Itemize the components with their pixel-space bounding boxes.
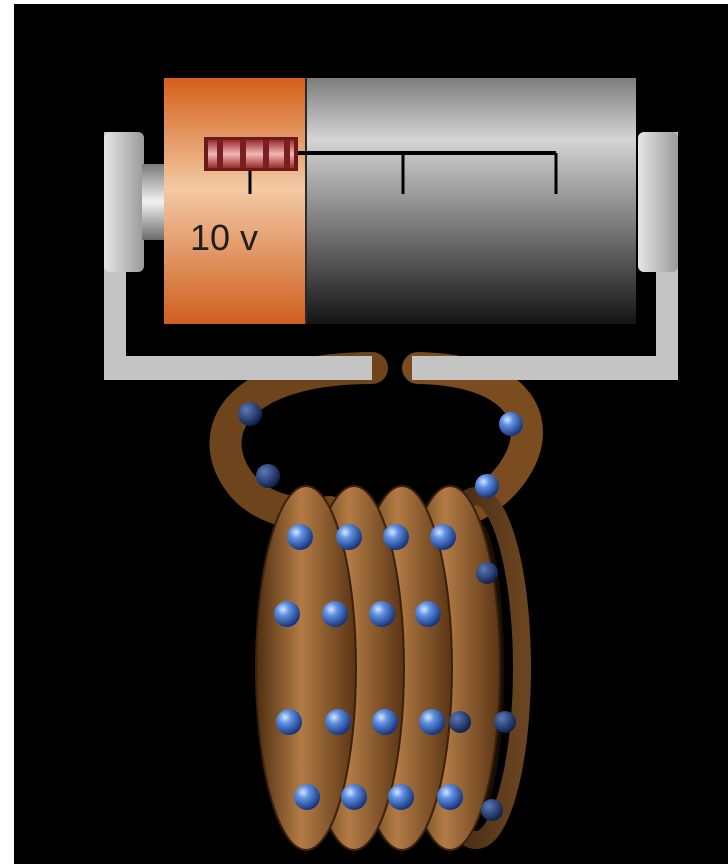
electron xyxy=(449,711,471,733)
battery xyxy=(142,78,636,324)
electron xyxy=(494,711,516,733)
electron xyxy=(294,784,320,810)
electron xyxy=(369,601,395,627)
electron xyxy=(274,601,300,627)
electromagnet-coil xyxy=(209,352,543,851)
battery-positive-nub xyxy=(142,164,166,240)
electron xyxy=(336,524,362,550)
battery-orange-section xyxy=(164,78,308,324)
battery-voltage-label: 10 v xyxy=(190,217,259,258)
electron xyxy=(341,784,367,810)
left-contact xyxy=(104,132,144,272)
electron xyxy=(437,784,463,810)
electron xyxy=(481,799,503,821)
electron xyxy=(499,412,523,436)
right-contact xyxy=(638,132,678,272)
electron xyxy=(238,402,262,426)
top-border xyxy=(0,0,728,4)
coil-turn-1 xyxy=(255,485,357,851)
electron xyxy=(419,709,445,735)
electron xyxy=(372,709,398,735)
electron xyxy=(415,601,441,627)
battery-gray-section xyxy=(306,78,636,324)
electron xyxy=(276,709,302,735)
electron xyxy=(287,524,313,550)
electron xyxy=(322,601,348,627)
electron xyxy=(388,784,414,810)
electron xyxy=(256,464,280,488)
electron xyxy=(383,524,409,550)
battery-holder xyxy=(104,132,678,380)
electron xyxy=(325,709,351,735)
electron xyxy=(430,524,456,550)
left-border xyxy=(0,0,14,864)
electron xyxy=(475,474,499,498)
electron xyxy=(476,562,498,584)
electrons xyxy=(238,402,523,821)
voltage-slider-knob[interactable] xyxy=(204,137,298,171)
